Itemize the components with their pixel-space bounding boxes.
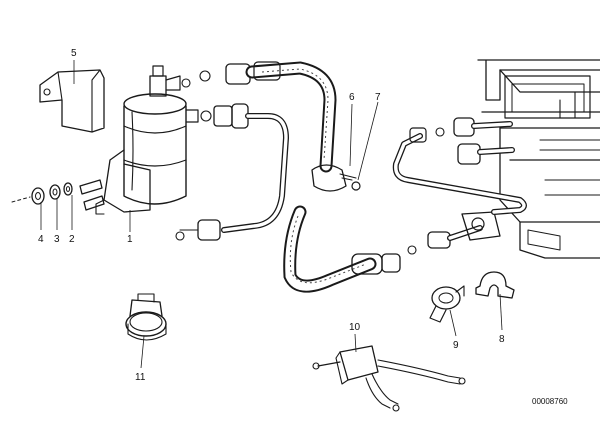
evaporator-pipes xyxy=(392,117,527,215)
pipe-drier-outlet xyxy=(175,103,289,241)
bracket xyxy=(39,69,105,133)
callout-11: 11 xyxy=(135,372,146,383)
document-number: 00008760 xyxy=(532,397,568,406)
callout-6: 6 xyxy=(349,92,355,103)
callout-1: 1 xyxy=(127,234,133,245)
callout-2: 2 xyxy=(69,234,75,245)
callout-4: 4 xyxy=(38,234,44,245)
upper-hose xyxy=(199,61,337,173)
callout-10: 10 xyxy=(349,322,361,333)
leader-lines xyxy=(40,60,503,369)
callout-labels: 1 2 3 4 5 6 7 8 9 10 11 xyxy=(38,48,505,383)
temperature-switch xyxy=(312,345,466,412)
receiver-drier xyxy=(95,65,199,215)
pressure-switch xyxy=(429,285,465,323)
evaporator-housing xyxy=(477,59,600,259)
hose-clip-large xyxy=(125,293,167,341)
hose-clamp xyxy=(311,164,361,192)
callout-8: 8 xyxy=(499,334,505,345)
callout-5: 5 xyxy=(71,48,77,59)
fasteners xyxy=(11,179,105,211)
callout-3: 3 xyxy=(54,234,60,245)
callout-7: 7 xyxy=(375,92,381,103)
lower-hose xyxy=(283,205,501,293)
callout-9: 9 xyxy=(453,340,459,351)
pipe-clip xyxy=(475,271,515,299)
